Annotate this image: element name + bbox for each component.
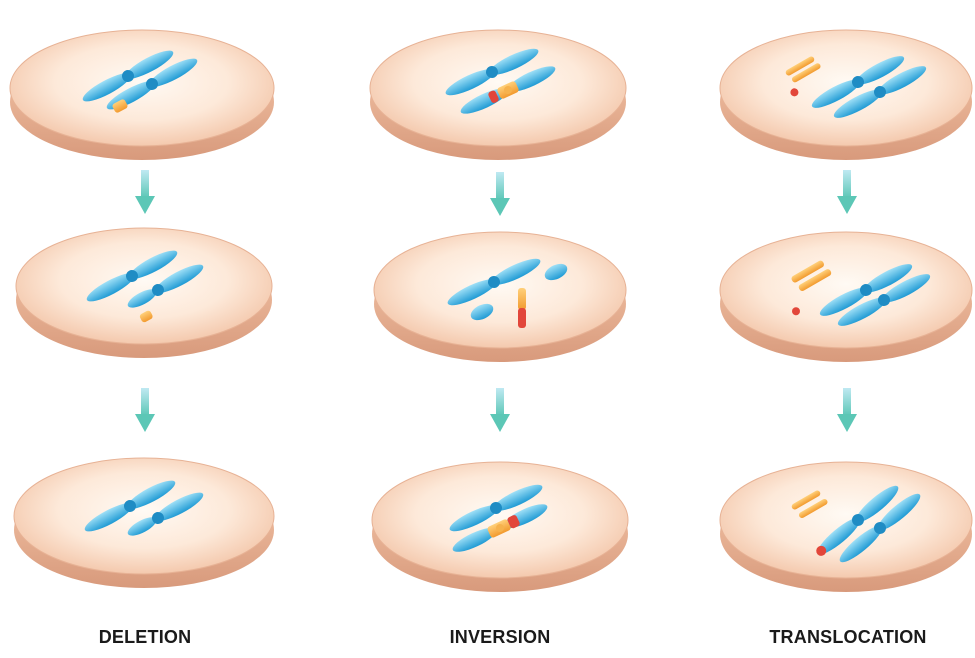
label-inversion: INVERSION [412, 624, 588, 650]
label-deletion: DELETION [60, 624, 230, 650]
arrow-down-icon [837, 170, 857, 214]
arrow-down-icon [837, 388, 857, 432]
cell-inversion-1 [370, 30, 626, 160]
cell-disc-icon [374, 232, 626, 362]
cell-deletion-2 [16, 228, 272, 358]
inverted-segment [518, 288, 526, 328]
cell-translocation-3 [720, 462, 972, 592]
arrow-down-icon [490, 172, 510, 216]
cell-deletion-3 [14, 458, 274, 588]
arrow-down-icon [490, 388, 510, 432]
cell-deletion-1 [10, 30, 274, 160]
label-translocation: TRANSLOCATION [748, 624, 948, 650]
cell-inversion-2 [374, 232, 626, 362]
cell-translocation-1 [720, 30, 972, 160]
cell-translocation-2 [720, 232, 972, 362]
arrow-down-icon [135, 388, 155, 432]
cell-inversion-3 [372, 462, 628, 592]
arrow-down-icon [135, 170, 155, 214]
